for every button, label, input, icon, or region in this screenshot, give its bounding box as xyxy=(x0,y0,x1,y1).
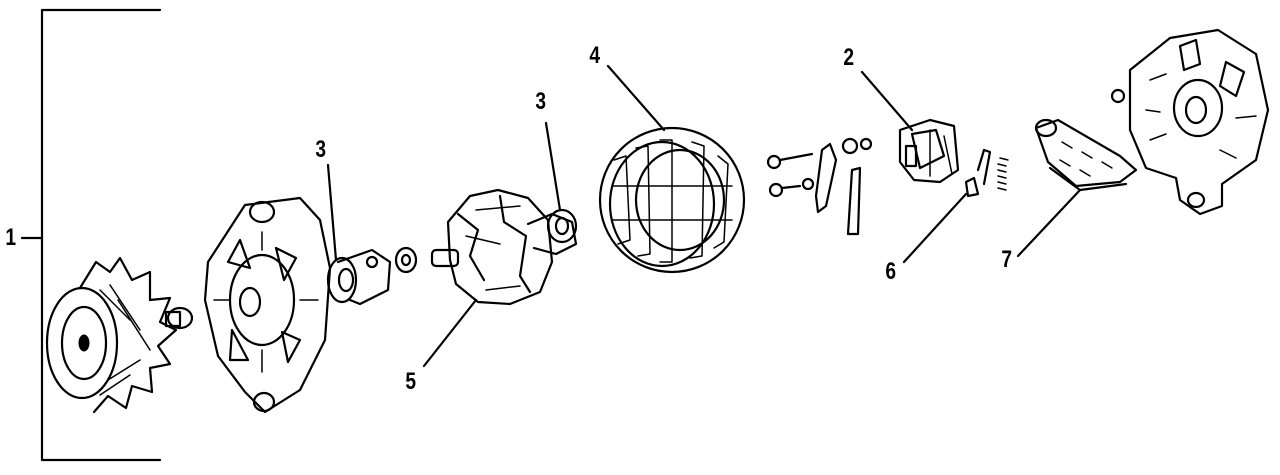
callout-4: 4 xyxy=(589,42,601,69)
callout-6: 6 xyxy=(885,258,897,285)
callout-3b: 3 xyxy=(535,88,547,115)
stator-part xyxy=(598,126,746,274)
leader-line-6 xyxy=(902,192,968,264)
leader-line-2 xyxy=(860,70,914,132)
callout-5: 5 xyxy=(405,368,417,395)
callout-7: 7 xyxy=(1001,246,1013,273)
leader-line-7 xyxy=(1016,188,1082,258)
callout-3a: 3 xyxy=(315,136,327,163)
leader-line-5 xyxy=(422,298,478,368)
leader-line-3a xyxy=(326,163,338,262)
terminal-hardware-part xyxy=(766,137,873,236)
callout-2: 2 xyxy=(843,44,855,71)
brush-holder-part xyxy=(898,118,960,184)
front-housing-part xyxy=(203,196,332,414)
bearing-retainer-part xyxy=(326,246,418,306)
leader-line-4 xyxy=(606,64,666,132)
rectifier-part xyxy=(1034,118,1138,192)
callout-1: 1 xyxy=(5,224,17,251)
rear-housing-part xyxy=(1110,28,1270,216)
rotor-part xyxy=(430,188,578,306)
assembly-bracket xyxy=(20,8,162,462)
leader-line-3b xyxy=(544,121,562,212)
leader-lines xyxy=(326,64,1082,368)
pulley-fan-part xyxy=(45,256,194,414)
clip-spring-part xyxy=(964,148,1009,198)
